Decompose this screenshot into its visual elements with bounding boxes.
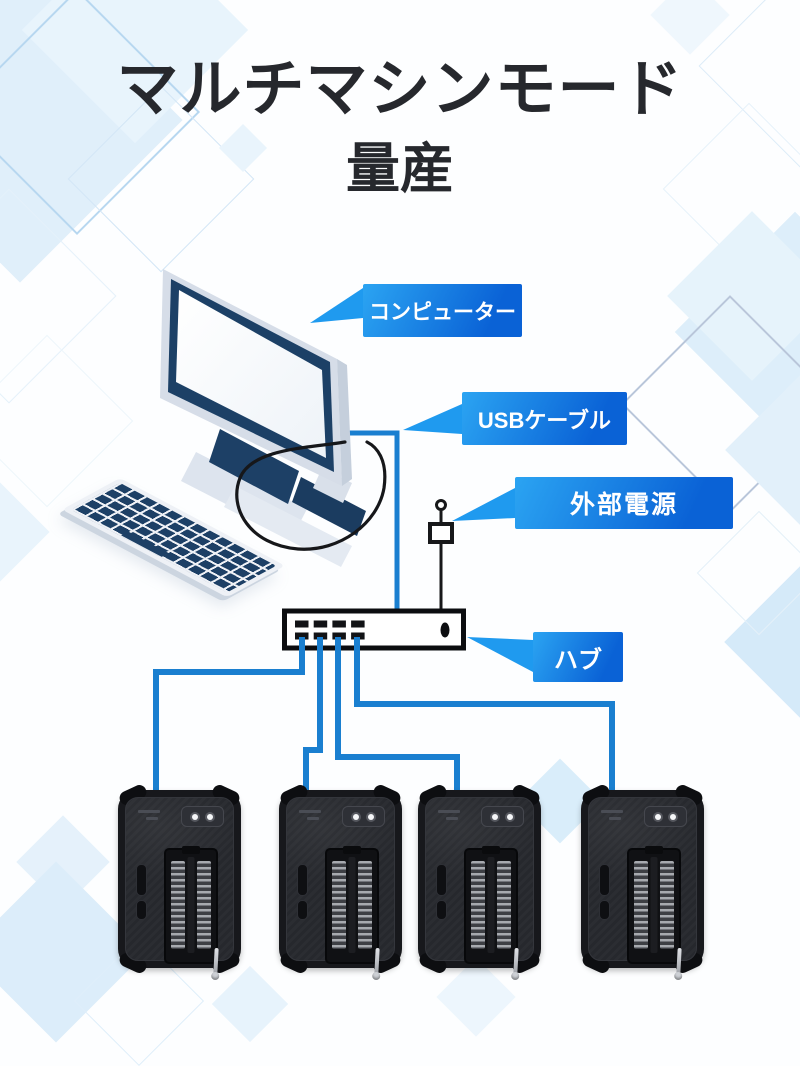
device-body — [278, 782, 403, 976]
usb-cable-line — [344, 430, 400, 612]
device-body — [580, 782, 705, 976]
cable-device-3 — [335, 637, 460, 792]
zif-socket — [627, 846, 682, 975]
programmer-device-2 — [278, 782, 403, 976]
diamond-shape — [667, 211, 800, 381]
keyboard-keys — [70, 482, 277, 593]
diamond-shape — [696, 510, 800, 636]
led-indicators — [644, 806, 687, 827]
programmer-device-3 — [417, 782, 542, 976]
page-title: マルチマシンモード — [116, 55, 684, 124]
hub-callout: ハブ — [533, 632, 623, 682]
led-indicators — [342, 806, 385, 827]
power-callout-tip — [452, 488, 515, 521]
power-plug-illustration — [428, 499, 454, 612]
diamond-shape — [211, 965, 289, 1043]
computer-callout: コンピューター — [363, 284, 522, 337]
device-panel — [425, 797, 534, 975]
programmer-device-4 — [580, 782, 705, 976]
programmer-device-1 — [117, 782, 242, 976]
callout-tips — [310, 288, 533, 672]
usb-hub-illustration — [282, 608, 466, 651]
led-indicators — [181, 806, 224, 827]
usb-cable-callout: USBケーブル — [462, 392, 627, 445]
device-body — [417, 782, 542, 976]
zif-socket — [464, 846, 519, 975]
led-indicators — [481, 806, 524, 827]
diamond-shape — [674, 211, 800, 453]
cable-device-2 — [303, 637, 323, 792]
hub-callout-tip — [467, 637, 533, 672]
diamond-shape — [436, 957, 516, 1037]
diamond-shape — [0, 468, 50, 596]
cable-device-1 — [153, 637, 305, 792]
zif-socket — [164, 846, 219, 975]
device-panel — [588, 797, 697, 975]
device-panel — [125, 797, 234, 975]
keyboard-illustration — [61, 478, 286, 598]
usb-callout-tip — [403, 404, 462, 434]
zif-socket — [325, 846, 380, 975]
diamond-shape — [724, 564, 800, 720]
device-body — [117, 782, 242, 976]
device-panel — [286, 797, 395, 975]
keyboard-spacebar — [121, 531, 169, 557]
diamond-shape — [725, 365, 800, 535]
diamond-shape — [16, 815, 110, 909]
computer-callout-tip — [310, 288, 363, 323]
page-subtitle: 量産 — [346, 139, 454, 199]
monitor-cable-loop — [235, 440, 387, 551]
external-power-callout: 外部電源 — [515, 477, 733, 529]
diamond-shape — [0, 188, 117, 404]
